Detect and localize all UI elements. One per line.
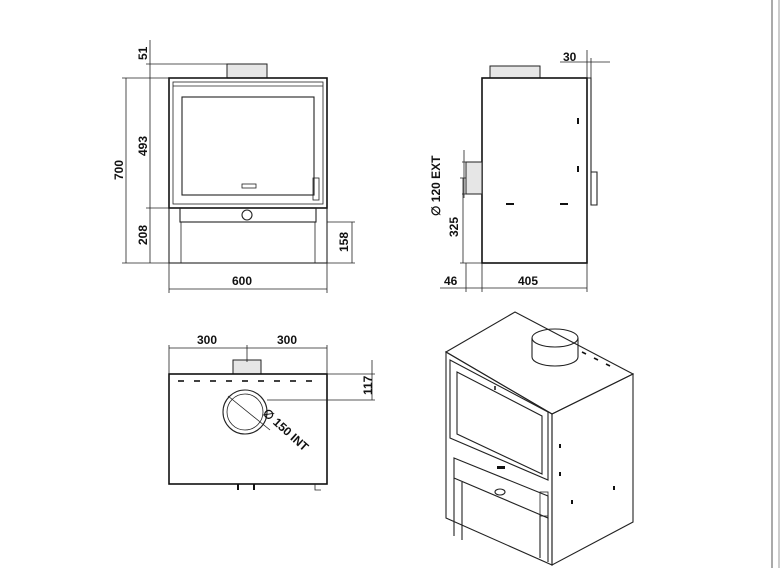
top-body — [168, 373, 328, 485]
top-dim-right: 300 — [277, 333, 297, 347]
front-view: 51 700 493 208 158 600 — [112, 40, 355, 293]
top-dim-flue: ∅ 150 INT — [260, 406, 312, 455]
front-dim-right: 158 — [337, 232, 351, 252]
top-dim-depth: 117 — [361, 375, 375, 395]
iso-glass — [456, 371, 543, 475]
front-base — [168, 207, 328, 264]
side-flue-collar — [489, 65, 541, 79]
front-flue-collar — [226, 63, 268, 79]
front-door-frame — [172, 81, 324, 205]
top-dim-left: 300 — [197, 333, 217, 347]
side-dim-height: 325 — [447, 217, 461, 237]
page-right-border — [771, 0, 780, 568]
iso-flue-collar — [531, 328, 579, 348]
side-view: 30 ∅ 120 EXT 325 46 405 — [429, 50, 610, 292]
front-logo — [241, 183, 257, 189]
top-rear-collar — [232, 359, 262, 375]
side-door-profile — [587, 77, 598, 206]
iso-side-face — [551, 373, 634, 566]
isometric-view — [444, 311, 635, 566]
side-dim-offset: 46 — [444, 274, 458, 288]
iso-logo — [497, 466, 505, 469]
side-dim-top: 30 — [563, 50, 577, 64]
side-flue-outlet — [465, 161, 483, 195]
front-dim-lower: 208 — [136, 225, 150, 245]
top-view: 300 300 117 ∅ 150 INT — [168, 333, 375, 491]
front-dim-width: 600 — [232, 274, 252, 288]
front-handle — [312, 177, 320, 201]
front-dim-top: 51 — [136, 46, 150, 60]
side-dim-depth: 405 — [518, 274, 538, 288]
front-dim-total-height: 700 — [112, 160, 126, 180]
front-drawer-knob — [241, 209, 253, 221]
side-body — [481, 77, 588, 264]
iso-top-face — [444, 311, 635, 415]
top-flue-circle — [222, 389, 268, 435]
iso-drawer-knob — [494, 488, 506, 496]
side-dim-flue: ∅ 120 EXT — [429, 155, 443, 216]
iso-door — [449, 359, 549, 481]
front-glass — [181, 96, 315, 196]
front-dim-upper: 493 — [136, 136, 150, 156]
